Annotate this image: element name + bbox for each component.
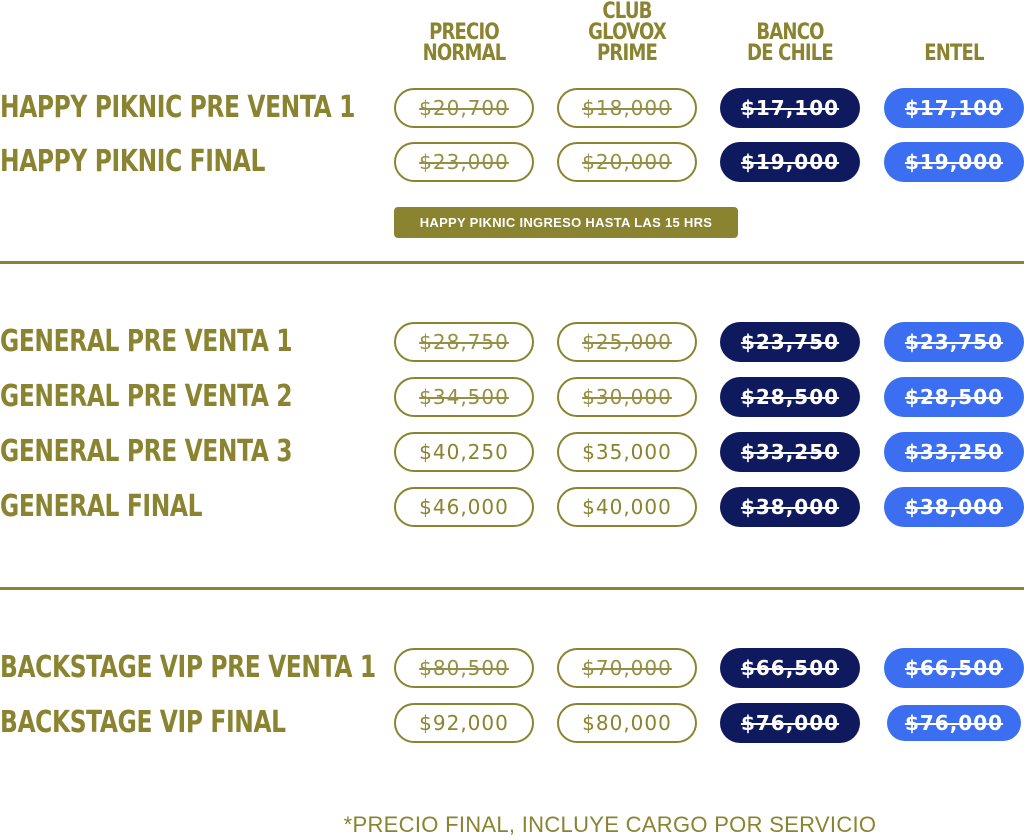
price-entel: $38,000 xyxy=(884,487,1024,527)
price-entel: $76,000 xyxy=(887,705,1021,741)
section-divider xyxy=(0,261,1024,264)
price-banco-de-chile: $38,000 xyxy=(720,487,860,527)
price-club-glovox: $25,000 xyxy=(557,322,697,362)
price-club-glovox: $30,000 xyxy=(557,377,697,417)
price-banco-de-chile: $28,500 xyxy=(720,377,860,417)
price-normal: $28,750 xyxy=(394,322,534,362)
price-entel: $33,250 xyxy=(884,432,1024,472)
price-club-glovox: $20,000 xyxy=(557,142,697,182)
price-normal: $20,700 xyxy=(394,88,534,128)
price-normal: $92,000 xyxy=(394,703,534,743)
section-divider xyxy=(0,587,1024,590)
row-label: HAPPY PIKNIC FINAL xyxy=(0,144,265,179)
price-entel: $66,500 xyxy=(884,648,1024,688)
column-header-club-glovox-prime: CLUB GLOVOX PRIME xyxy=(588,0,667,66)
price-club-glovox: $70,000 xyxy=(557,648,697,688)
price-entel: $28,500 xyxy=(884,377,1024,417)
price-banco-de-chile: $23,750 xyxy=(720,322,860,362)
column-header-banco-de-chile: BANCO DE CHILE xyxy=(747,20,834,66)
price-normal: $34,500 xyxy=(394,377,534,417)
column-header-entel: ENTEL xyxy=(924,41,984,66)
row-label: BACKSTAGE VIP PRE VENTA 1 xyxy=(0,650,376,685)
price-normal: $40,250 xyxy=(394,432,534,472)
row-label: GENERAL PRE VENTA 1 xyxy=(0,324,293,359)
price-normal: $80,500 xyxy=(394,648,534,688)
price-banco-de-chile: $66,500 xyxy=(720,648,860,688)
price-normal: $23,000 xyxy=(394,142,534,182)
price-banco-de-chile: $17,100 xyxy=(720,88,860,128)
price-banco-de-chile: $19,000 xyxy=(720,142,860,182)
row-label: GENERAL PRE VENTA 3 xyxy=(0,434,293,469)
price-banco-de-chile: $33,250 xyxy=(720,432,860,472)
price-club-glovox: $80,000 xyxy=(557,703,697,743)
price-club-glovox: $40,000 xyxy=(557,487,697,527)
price-entel: $23,750 xyxy=(884,322,1024,362)
price-club-glovox: $18,000 xyxy=(557,88,697,128)
price-club-glovox: $35,000 xyxy=(557,432,697,472)
row-label: HAPPY PIKNIC PRE VENTA 1 xyxy=(0,90,355,125)
column-header-precio-normal: PRECIO NORMAL xyxy=(422,20,507,66)
row-label: BACKSTAGE VIP FINAL xyxy=(0,705,286,740)
price-normal: $46,000 xyxy=(394,487,534,527)
row-label: GENERAL FINAL xyxy=(0,489,203,524)
happy-piknic-entry-note: HAPPY PIKNIC INGRESO HASTA LAS 15 HRS xyxy=(394,207,738,238)
price-footnote: *PRECIO FINAL, INCLUYE CARGO POR SERVICI… xyxy=(343,812,877,837)
price-entel: $19,000 xyxy=(884,142,1024,182)
price-banco-de-chile: $76,000 xyxy=(720,703,860,743)
row-label: GENERAL PRE VENTA 2 xyxy=(0,379,293,414)
price-entel: $17,100 xyxy=(884,88,1024,128)
